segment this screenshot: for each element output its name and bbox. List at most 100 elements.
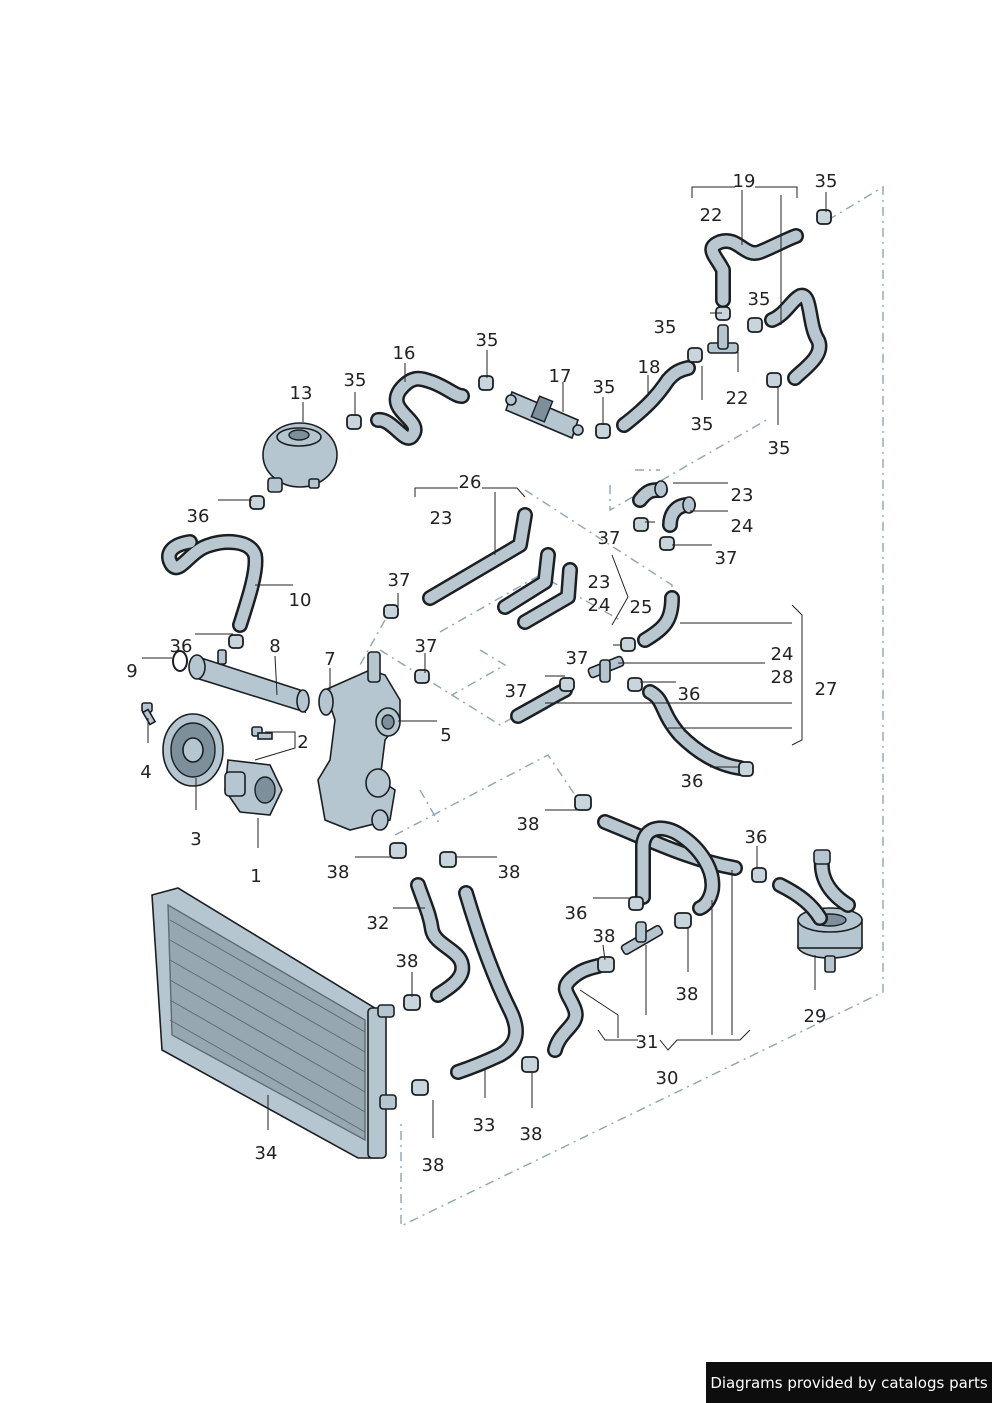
callout-34[interactable]: 34 [255, 1143, 278, 1164]
clamp-35[interactable] [346, 414, 362, 430]
coolant-housing-5[interactable] [317, 651, 401, 831]
callout-30[interactable]: 30 [656, 1068, 679, 1089]
clamp-38[interactable] [521, 1056, 539, 1073]
hose-18[interactable] [616, 360, 696, 433]
callout-24[interactable]: 24 [731, 516, 754, 537]
callout-38[interactable]: 38 [593, 926, 616, 947]
hose-22-right[interactable] [764, 287, 828, 386]
clamp-38[interactable] [411, 1079, 429, 1096]
clamp-35[interactable] [747, 317, 763, 333]
hose-10[interactable] [161, 534, 264, 633]
callout-37[interactable]: 37 [598, 528, 621, 549]
o-ring-9[interactable] [172, 650, 188, 672]
clamp-36[interactable] [627, 677, 643, 692]
t-connector-19[interactable] [707, 324, 739, 354]
clamp-38[interactable] [403, 994, 421, 1011]
hose-30[interactable] [597, 814, 743, 916]
clamp-35[interactable] [478, 375, 494, 391]
callout-5[interactable]: 5 [440, 725, 451, 746]
expansion-tank[interactable] [262, 422, 338, 493]
hose-32[interactable] [410, 877, 471, 1003]
callout-28[interactable]: 28 [771, 667, 794, 688]
radiator-34[interactable] [151, 887, 397, 1159]
callout-33[interactable]: 33 [473, 1115, 496, 1136]
callout-37[interactable]: 37 [715, 548, 738, 569]
clamp-38[interactable] [439, 851, 457, 868]
callout-38[interactable]: 38 [327, 862, 350, 883]
callout-38[interactable]: 38 [396, 951, 419, 972]
t-connector-31[interactable] [620, 921, 664, 956]
callout-22[interactable]: 22 [700, 205, 723, 226]
callout-9[interactable]: 9 [126, 661, 137, 682]
clamp-38[interactable] [597, 956, 615, 973]
bolt-4[interactable] [141, 702, 157, 726]
callout-27[interactable]: 27 [815, 679, 838, 700]
pulley-3[interactable] [162, 713, 224, 787]
callout-37[interactable]: 37 [505, 681, 528, 702]
callout-25[interactable]: 25 [630, 597, 653, 618]
callout-2[interactable]: 2 [297, 732, 308, 753]
callout-13[interactable]: 13 [290, 383, 313, 404]
callout-17[interactable]: 17 [549, 366, 572, 387]
clamp-35[interactable] [766, 372, 782, 388]
callout-16[interactable]: 16 [393, 343, 416, 364]
callout-10[interactable]: 10 [289, 590, 312, 611]
clamp-37[interactable] [659, 536, 675, 551]
clamp-36[interactable] [249, 495, 265, 510]
callout-38[interactable]: 38 [520, 1124, 543, 1145]
hose-25[interactable] [637, 590, 680, 648]
callout-8[interactable]: 8 [269, 636, 280, 657]
callout-35[interactable]: 35 [593, 377, 616, 398]
hose-27[interactable] [510, 682, 748, 776]
clamp-37[interactable] [559, 677, 575, 692]
callout-35[interactable]: 35 [768, 438, 791, 459]
callout-35[interactable]: 35 [654, 317, 677, 338]
callout-36[interactable]: 36 [170, 636, 193, 657]
hose-16[interactable] [370, 370, 470, 446]
callout-36[interactable]: 36 [678, 684, 701, 705]
callout-37[interactable]: 37 [566, 648, 589, 669]
callout-18[interactable]: 18 [638, 357, 661, 378]
callout-1[interactable]: 1 [250, 866, 261, 887]
callout-36[interactable]: 36 [187, 506, 210, 527]
callout-38[interactable]: 38 [517, 814, 540, 835]
callout-38[interactable]: 38 [676, 984, 699, 1005]
coolant-pipe-8[interactable] [188, 649, 310, 714]
callout-35[interactable]: 35 [476, 330, 499, 351]
callout-35[interactable]: 35 [815, 171, 838, 192]
elbow-23[interactable] [632, 480, 668, 508]
clamp-35[interactable] [816, 209, 832, 225]
callout-3[interactable]: 3 [190, 829, 201, 850]
clamp-35[interactable] [595, 423, 611, 439]
clamp-37[interactable] [383, 604, 399, 619]
t-connector-28[interactable] [587, 655, 625, 683]
callout-36[interactable]: 36 [565, 903, 588, 924]
clamp-38[interactable] [574, 794, 592, 811]
clamp-35[interactable] [687, 347, 703, 363]
callout-35[interactable]: 35 [344, 370, 367, 391]
clamps[interactable] [228, 209, 832, 1096]
callout-23[interactable]: 23 [588, 572, 611, 593]
callout-29[interactable]: 29 [804, 1006, 827, 1027]
water-pump-1[interactable] [224, 759, 283, 816]
clamp-38[interactable] [389, 842, 407, 859]
callout-35[interactable]: 35 [691, 414, 714, 435]
callout-31[interactable]: 31 [636, 1032, 659, 1053]
hose-22-upper[interactable] [704, 228, 804, 308]
callout-38[interactable]: 38 [498, 862, 521, 883]
bolt-2[interactable] [251, 726, 273, 740]
callout-26[interactable]: 26 [459, 472, 482, 493]
hose-26[interactable] [422, 507, 578, 630]
elbow-24[interactable] [662, 496, 696, 533]
clamp-37[interactable] [414, 669, 430, 684]
callout-32[interactable]: 32 [367, 913, 390, 934]
clamp-36[interactable] [738, 761, 754, 777]
callout-24[interactable]: 24 [771, 644, 794, 665]
clamp-36[interactable] [228, 634, 244, 649]
callout-37[interactable]: 37 [415, 636, 438, 657]
callout-4[interactable]: 4 [140, 762, 151, 783]
hose-31[interactable] [547, 958, 606, 1058]
callout-23[interactable]: 23 [430, 508, 453, 529]
valve-17[interactable] [505, 390, 584, 440]
clamp-36[interactable] [628, 896, 644, 911]
